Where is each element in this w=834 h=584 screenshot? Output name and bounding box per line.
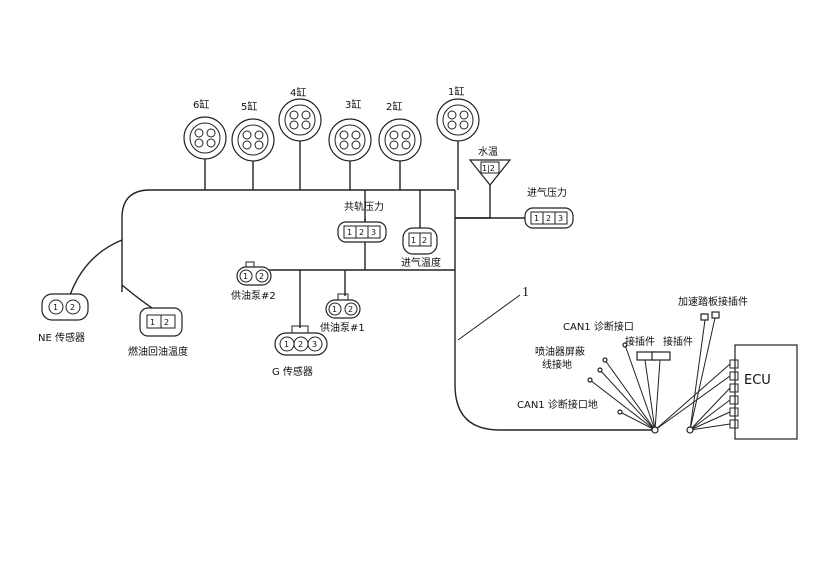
leader-line <box>457 294 521 341</box>
main-harness-trunk <box>121 189 455 292</box>
g-sensor-pin-2: 2 <box>298 340 303 349</box>
ne-sensor-label: NE 传感器 <box>38 331 85 344</box>
connector-a-label: 接插件 <box>625 335 655 348</box>
rail-pressure-connector: 1 2 3 <box>337 221 387 243</box>
fuel-pump-2-connector: 1 2 <box>236 261 272 286</box>
ecu-box <box>729 344 798 440</box>
intake-temp-pin-2: 2 <box>422 236 427 245</box>
leader-label: 1 <box>522 285 529 300</box>
fuel-return-pin-2: 2 <box>164 318 169 327</box>
injector-1 <box>436 98 480 142</box>
fuel-pump-1-label: 供油泵#1 <box>320 321 365 334</box>
intake-pressure-connector: 1 2 3 <box>524 207 574 229</box>
ne-sensor-pin-2: 2 <box>70 303 75 312</box>
water-temp-sensor: 1|2 <box>468 159 512 186</box>
branch-water-temp <box>455 185 491 219</box>
can1-ground-label: CAN1 诊断接口地 <box>517 398 598 411</box>
fuel-return-temp-connector: 1 2 <box>139 307 183 337</box>
cylinder-2-label: 2缸 <box>386 100 402 113</box>
injector-stubs <box>204 140 459 190</box>
intake-pressure-pin-1: 1 <box>534 214 539 223</box>
cylinder-4-label: 4缸 <box>290 86 306 99</box>
intake-pressure-label: 进气压力 <box>527 186 567 199</box>
g-sensor-pin-1: 1 <box>284 340 289 349</box>
water-temp-pins: 1|2 <box>482 164 495 173</box>
rail-pressure-label: 共轨压力 <box>344 200 384 213</box>
pump-1-pin-1: 1 <box>332 305 337 314</box>
fuel-return-temp-label: 燃油回油温度 <box>128 345 188 358</box>
ne-sensor-pin-1: 1 <box>53 303 58 312</box>
rail-pressure-pin-1: 1 <box>347 228 352 237</box>
cylinder-1-label: 1缸 <box>448 85 464 98</box>
cylinder-5-label: 5缸 <box>241 100 257 113</box>
g-sensor-pin-3: 3 <box>312 340 317 349</box>
pump-2-pin-2: 2 <box>259 272 264 281</box>
intake-temp-connector: 1 2 <box>402 227 438 255</box>
can1-port-label: CAN1 诊断接口 <box>563 320 634 333</box>
branch-to-fuel-return <box>121 284 156 311</box>
fuel-return-pin-1: 1 <box>150 318 155 327</box>
g-sensor-connector: 1 2 3 <box>274 325 328 356</box>
injector-4 <box>278 98 322 142</box>
g-sensor-label: G 传感器 <box>272 365 313 378</box>
injector-shield-label-1: 喷油器屏蔽 <box>535 345 585 358</box>
cylinder-6-label: 6缸 <box>193 98 209 111</box>
intake-pressure-pin-2: 2 <box>546 214 551 223</box>
branch-to-ne-sensor <box>69 239 123 296</box>
injector-3 <box>328 118 372 162</box>
injector-shield-label-2: 线接地 <box>542 358 572 371</box>
fuel-pump-2-label: 供油泵#2 <box>231 289 276 302</box>
cylinder-3-label: 3缸 <box>345 98 361 111</box>
accel-pedal-label: 加速踏板接插件 <box>678 295 748 308</box>
pump-1-pin-2: 2 <box>348 305 353 314</box>
intake-pressure-pin-3: 3 <box>558 214 563 223</box>
ecu-label: ECU <box>744 373 771 388</box>
intake-temp-pin-1: 1 <box>411 236 416 245</box>
pump-2-pin-1: 1 <box>243 272 248 281</box>
connector-b-label: 接插件 <box>663 335 693 348</box>
rail-pressure-pin-3: 3 <box>371 228 376 237</box>
fuel-pump-1-connector: 1 2 <box>325 293 361 319</box>
injector-6 <box>183 116 227 160</box>
water-temp-label: 水温 <box>478 146 498 158</box>
ecu-wire-fan <box>587 311 731 434</box>
injector-5 <box>231 118 275 162</box>
vertical-trunk-right <box>454 190 655 431</box>
ne-sensor-connector: 1 2 <box>41 293 89 321</box>
rail-pressure-pin-2: 2 <box>359 228 364 237</box>
intake-temp-label: 进气温度 <box>401 256 441 269</box>
injector-2 <box>378 118 422 162</box>
